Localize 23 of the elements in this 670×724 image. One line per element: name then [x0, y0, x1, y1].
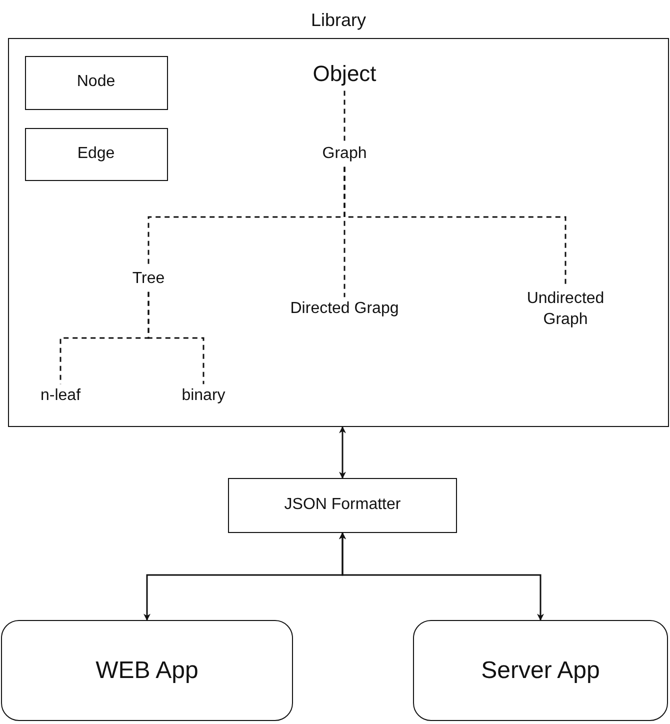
arrow [339, 532, 544, 621]
process-box [24, 128, 168, 180]
node-label: Directed Grapg [290, 299, 399, 320]
app-box [413, 620, 668, 721]
container-title: Library [310, 9, 368, 32]
app-box [1, 620, 293, 721]
box-label: Node [76, 72, 116, 92]
process-box [228, 478, 457, 533]
node-label: Graph [322, 144, 367, 164]
connector-line [344, 166, 566, 287]
node-label: binary [182, 386, 226, 406]
node-label: n-leaf [40, 386, 81, 406]
box-label: Edge [77, 144, 115, 164]
box-label: JSON Formatter [284, 495, 401, 516]
process-box [24, 56, 168, 110]
box-label: Server App [481, 656, 600, 686]
connector-line [148, 292, 204, 384]
connector-line [344, 90, 346, 142]
node-label: Tree [132, 269, 165, 290]
node-label: Object [312, 60, 376, 88]
arrow [339, 426, 346, 479]
node-label: Undirected Graph [526, 288, 606, 330]
box-label: WEB App [96, 656, 198, 686]
